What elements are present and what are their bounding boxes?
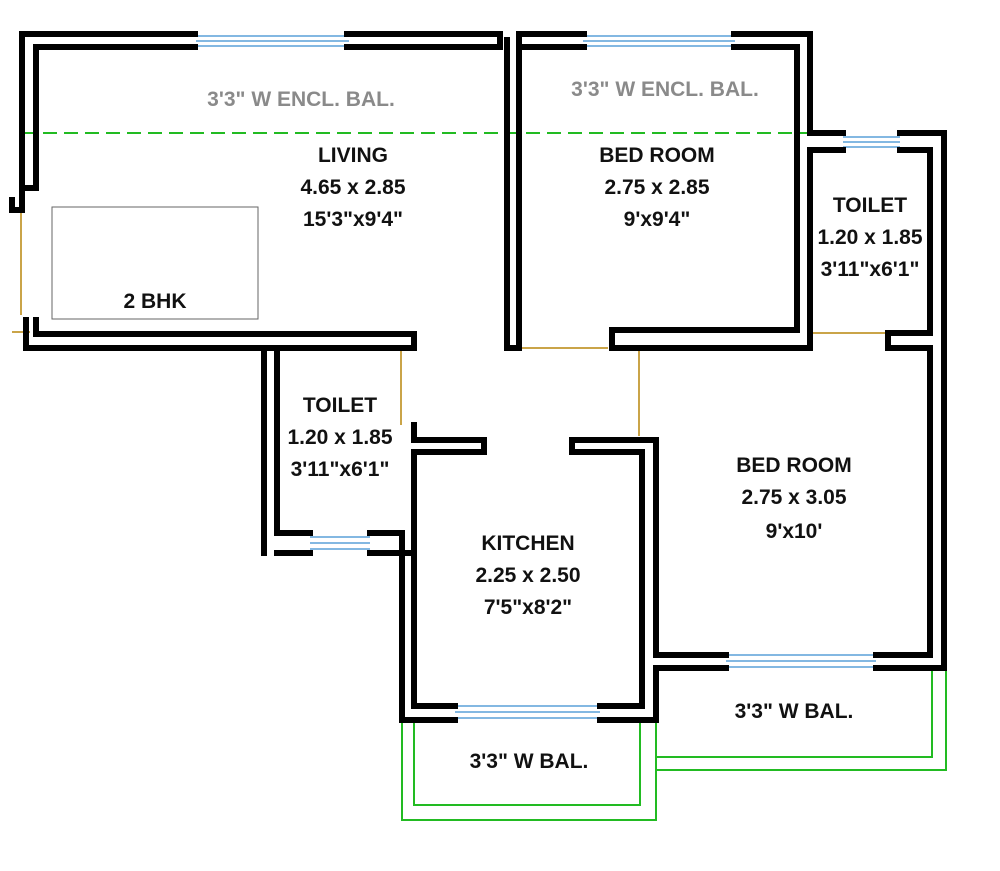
bedroom-1-size-feet: 9'x9'4" (624, 208, 691, 231)
living-size-feet: 15'3"x9'4" (303, 208, 403, 231)
room-toilet-2: TOILET 1.20 x 1.85 3'11"x6'1" (817, 194, 922, 281)
toilet-2-size-metric: 1.20 x 1.85 (817, 226, 922, 249)
toilet-2-size-feet: 3'11"x6'1" (821, 258, 920, 281)
window-toilet-2 (843, 136, 900, 148)
plan-tag-label: 2 BHK (123, 290, 186, 313)
kitchen-balcony-inner-railing (413, 720, 641, 806)
wall-toilet-2 (873, 130, 947, 671)
wall-bedroom-1-top (516, 31, 813, 50)
kitchen-name: KITCHEN (481, 532, 574, 555)
bedroom-1-size-metric: 2.75 x 2.85 (604, 176, 709, 199)
window-bedroom-2 (726, 654, 876, 668)
living-name: LIVING (318, 144, 388, 167)
balcony-railings (22, 132, 947, 821)
wall-living-bottom (23, 317, 417, 351)
walls (9, 31, 947, 723)
room-bedroom-2: BED ROOM 2.75 x 3.05 9'x10' (736, 454, 852, 543)
window-toilet-1 (310, 536, 370, 550)
toilet-1-name: TOILET (303, 394, 377, 417)
wall-living-bedroom (504, 37, 522, 351)
windows (196, 35, 900, 719)
enclosed-balcony-bedroom-label: 3'3" W ENCL. BAL. (571, 78, 759, 101)
kitchen-size-metric: 2.25 x 2.50 (475, 564, 580, 587)
bedroom-balcony-label: 3'3" W BAL. (735, 700, 854, 723)
bedroom-balcony-outer-railing (656, 668, 947, 771)
plan-tag-box (51, 206, 259, 320)
door-lines (12, 210, 886, 436)
living-size-metric: 4.65 x 2.85 (300, 176, 405, 199)
room-bedroom-1: BED ROOM 2.75 x 2.85 9'x9'4" (599, 144, 715, 231)
room-kitchen: KITCHEN 2.25 x 2.50 7'5"x8'2" (475, 532, 580, 619)
room-toilet-1: TOILET 1.20 x 1.85 3'11"x6'1" (287, 394, 392, 481)
toilet-2-name: TOILET (833, 194, 907, 217)
bedroom-2-name: BED ROOM (736, 454, 852, 477)
bedroom-1-name: BED ROOM (599, 144, 715, 167)
wall-outer-top-left (9, 31, 503, 213)
room-living: LIVING 4.65 x 2.85 15'3"x9'4" (300, 144, 405, 231)
kitchen-balcony-label: 3'3" W BAL. (470, 750, 589, 773)
bedroom-2-size-feet: 9'x10' (766, 520, 823, 543)
bedroom-2-size-metric: 2.75 x 3.05 (741, 486, 846, 509)
toilet-1-size-metric: 1.20 x 1.85 (287, 426, 392, 449)
kitchen-size-feet: 7'5"x8'2" (484, 596, 572, 619)
window-kitchen (455, 705, 600, 719)
window-living (196, 35, 349, 47)
wall-toilet-1 (261, 345, 458, 723)
bedroom-balcony-inner-railing (656, 668, 933, 758)
wall-bedroom-1-right (609, 31, 846, 351)
toilet-1-size-feet: 3'11"x6'1" (291, 458, 390, 481)
wall-kitchen (411, 422, 729, 723)
window-bedroom-1 (583, 35, 735, 47)
enclosed-balcony-living-label: 3'3" W ENCL. BAL. (207, 88, 395, 111)
